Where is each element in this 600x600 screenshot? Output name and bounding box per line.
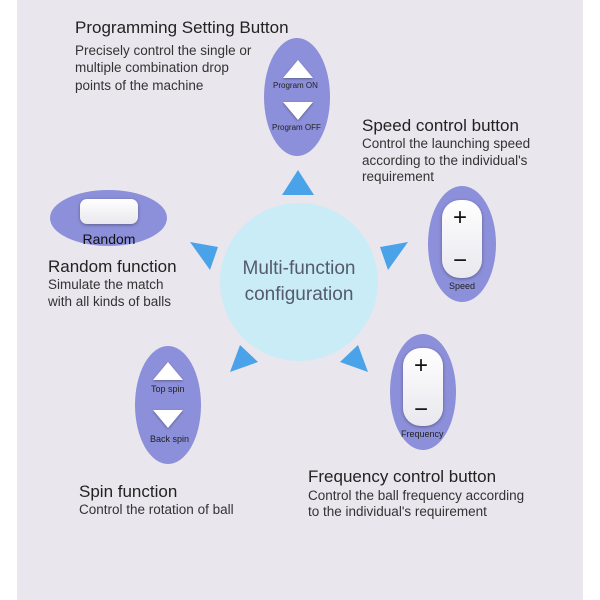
frequency-plus-icon[interactable]: + xyxy=(414,352,429,379)
random-button[interactable] xyxy=(80,199,138,224)
arrow-left xyxy=(190,242,218,270)
arrow-bottom-right xyxy=(340,345,368,372)
center-line-2: configuration xyxy=(244,284,354,305)
center-circle: Multi-function configuration xyxy=(220,203,378,361)
program-off-label: Program OFF xyxy=(272,123,321,132)
speed-desc-1: Control the launching speed xyxy=(362,136,531,151)
speed-title: Speed control button xyxy=(362,116,519,135)
random-desc-2: with all kinds of balls xyxy=(48,294,172,309)
speed-button[interactable] xyxy=(442,200,482,278)
speed-minus-icon[interactable]: − xyxy=(453,247,468,274)
spin-desc-1: Control the rotation of ball xyxy=(79,502,234,517)
arrow-right xyxy=(380,242,408,270)
programming-remote xyxy=(264,38,330,156)
frequency-desc-1: Control the ball frequency according xyxy=(308,488,525,503)
programming-desc-3: points of the machine xyxy=(75,78,204,93)
programming-desc-1: Precisely control the single or xyxy=(75,43,252,58)
top-spin-label: Top spin xyxy=(151,384,185,394)
frequency-minus-icon[interactable]: − xyxy=(414,396,429,423)
programming-desc-2: multiple combination drop xyxy=(75,60,229,75)
random-desc-1: Simulate the match xyxy=(48,277,164,292)
frequency-button[interactable] xyxy=(403,348,443,426)
spin-title: Spin function xyxy=(79,482,178,501)
random-title: Random function xyxy=(48,257,177,276)
frequency-title: Frequency control button xyxy=(308,467,497,486)
speed-label: Speed xyxy=(449,281,476,291)
speed-desc-3: requirement xyxy=(362,169,435,184)
back-spin-label: Back spin xyxy=(150,434,190,444)
program-on-label: Program ON xyxy=(273,81,318,90)
arrow-bottom-left xyxy=(230,345,258,372)
frequency-desc-2: to the individual's requirement xyxy=(308,504,487,519)
program-on-button[interactable] xyxy=(283,60,313,78)
programming-title: Programming Setting Button xyxy=(75,18,289,37)
center-line-1: Multi-function xyxy=(242,258,356,279)
top-spin-button[interactable] xyxy=(153,362,183,380)
arrow-up xyxy=(282,170,314,195)
random-button-label: Random xyxy=(82,231,136,247)
program-off-button[interactable] xyxy=(283,102,313,120)
frequency-label: Frequency xyxy=(401,429,444,439)
speed-desc-2: according to the individual's xyxy=(362,153,528,168)
back-spin-button[interactable] xyxy=(153,410,183,428)
speed-plus-icon[interactable]: + xyxy=(453,204,468,231)
